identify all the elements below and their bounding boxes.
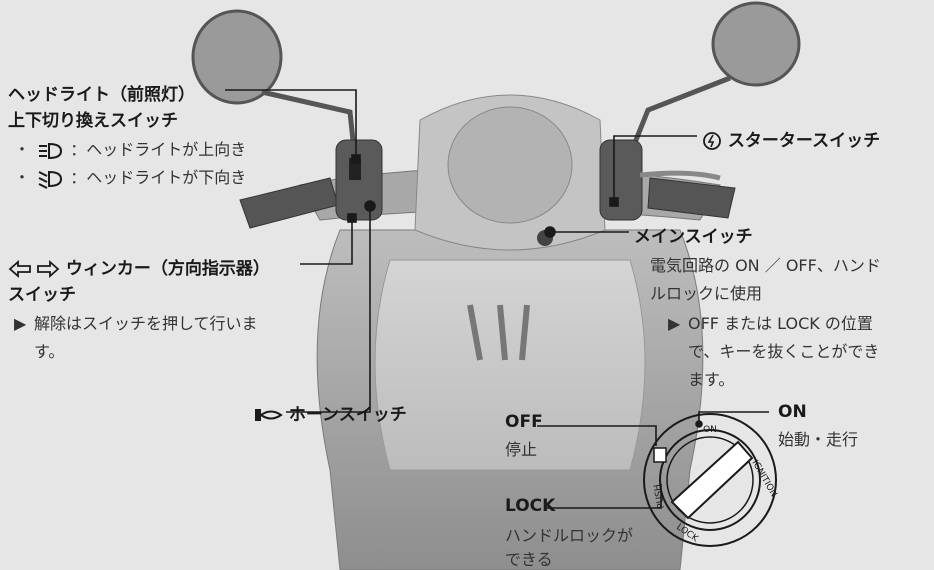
headlight-item-high-text: ：ヘッドライトが上向き: [70, 140, 247, 159]
starter-label-text: スタータースイッチ: [727, 131, 881, 151]
headlight-title-1: ヘッドライト（前照灯）: [8, 85, 195, 105]
on-desc: 始動・走行: [778, 430, 859, 449]
winker-title-1: ウィンカー（方向指示器）: [8, 254, 270, 279]
headlight-title-2: 上下切り換えスイッチ: [8, 111, 178, 131]
low-beam-icon: [38, 170, 63, 189]
main-switch-note-1-text: OFF または LOCK の位置: [688, 314, 873, 333]
starter-icon: [703, 132, 721, 150]
turn-signal-icon: [8, 260, 60, 278]
lock-desc-2: できる: [505, 550, 553, 569]
winker-note-1-text: 解除はスイッチを押して行いま: [34, 314, 258, 333]
off-desc: 停止: [505, 440, 538, 459]
main-switch-note-1: ▶OFF または LOCK の位置: [668, 314, 873, 333]
horn-label-text: ホーンスイッチ: [288, 405, 407, 425]
lock-label: LOCK: [505, 496, 556, 516]
winker-note-1: ▶解除はスイッチを押して行いま: [14, 314, 258, 333]
dial-on-text: ON: [703, 425, 717, 435]
scooter-body: [239, 94, 736, 570]
lock-desc-1: ハンドルロックが: [505, 526, 634, 545]
winker-title-text: ウィンカー（方向指示器）: [65, 259, 270, 279]
winker-title-2: スイッチ: [8, 285, 76, 305]
on-label: ON: [778, 402, 807, 422]
starter-label: スタータースイッチ: [702, 126, 880, 151]
headlight-item-high: ・ ：ヘッドライトが上向き: [14, 140, 247, 159]
main-switch-desc-2: ルロックに使用: [650, 284, 763, 303]
winker-note-2: す。: [34, 342, 65, 361]
left-mirror: [191, 9, 357, 151]
high-beam-icon: [39, 142, 63, 159]
horn-icon: [255, 409, 283, 421]
off-label: OFF: [505, 412, 543, 432]
dial-push-text: PUSH: [653, 483, 667, 509]
main-switch-desc-1: 電気回路の ON ／ OFF、ハンド: [650, 256, 881, 275]
horn-label: ホーンスイッチ: [253, 400, 407, 425]
main-switch-note-3: ます。: [688, 370, 735, 389]
main-switch-title: メインスイッチ: [634, 227, 753, 247]
headlight-item-low-text: ：ヘッドライトが下向き: [70, 168, 247, 187]
main-switch-note-2: で、キーを抜くことができ: [688, 342, 880, 361]
headlight-item-low: ・ ：ヘッドライトが下向き: [14, 168, 247, 189]
